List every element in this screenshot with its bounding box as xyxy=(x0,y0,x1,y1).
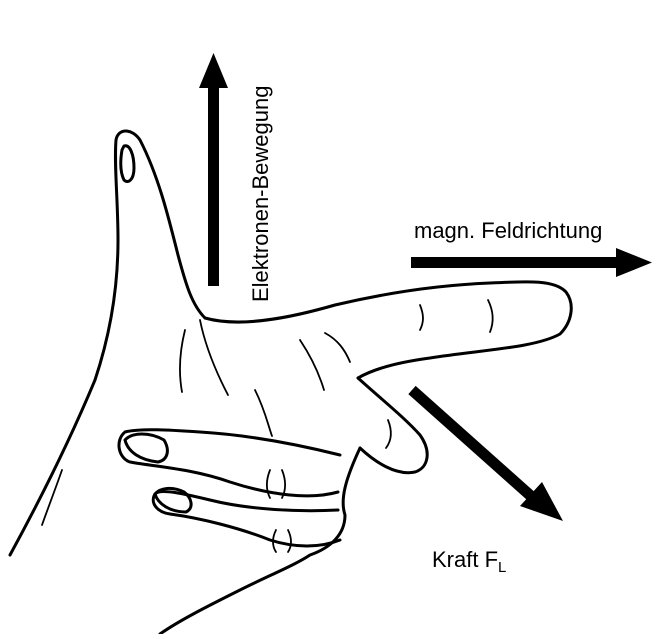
palm-crease-3 xyxy=(300,340,324,390)
label-force-main: Kraft F xyxy=(432,547,498,572)
knuckle-mark-4 xyxy=(267,470,270,498)
arrow-field-direction xyxy=(411,248,652,277)
palm-lower-edge xyxy=(160,448,360,634)
knuckle-mark-7 xyxy=(288,530,291,552)
palm-crease-4 xyxy=(325,333,350,362)
palm-crease-1 xyxy=(200,320,228,395)
thumb-nail xyxy=(121,146,134,182)
label-electron-motion: Elektronen-Bewegung xyxy=(248,86,273,302)
wrist-line xyxy=(42,470,62,525)
ring-finger-nail xyxy=(125,434,167,462)
label-force-subscript: L xyxy=(498,559,506,576)
label-force: Kraft FL xyxy=(432,547,506,576)
arrow-electron-motion xyxy=(199,53,228,286)
knuckle-mark-3 xyxy=(386,420,391,448)
palm-crease-2 xyxy=(180,330,185,392)
knuckle-mark-1 xyxy=(420,305,423,330)
arrow-force xyxy=(412,390,563,521)
knuckle-mark-2 xyxy=(488,300,493,332)
ring-finger-outline xyxy=(119,430,340,496)
palm-crease-5 xyxy=(255,390,272,436)
little-finger-outline xyxy=(153,492,340,546)
label-field-direction: magn. Feldrichtung xyxy=(414,218,602,243)
